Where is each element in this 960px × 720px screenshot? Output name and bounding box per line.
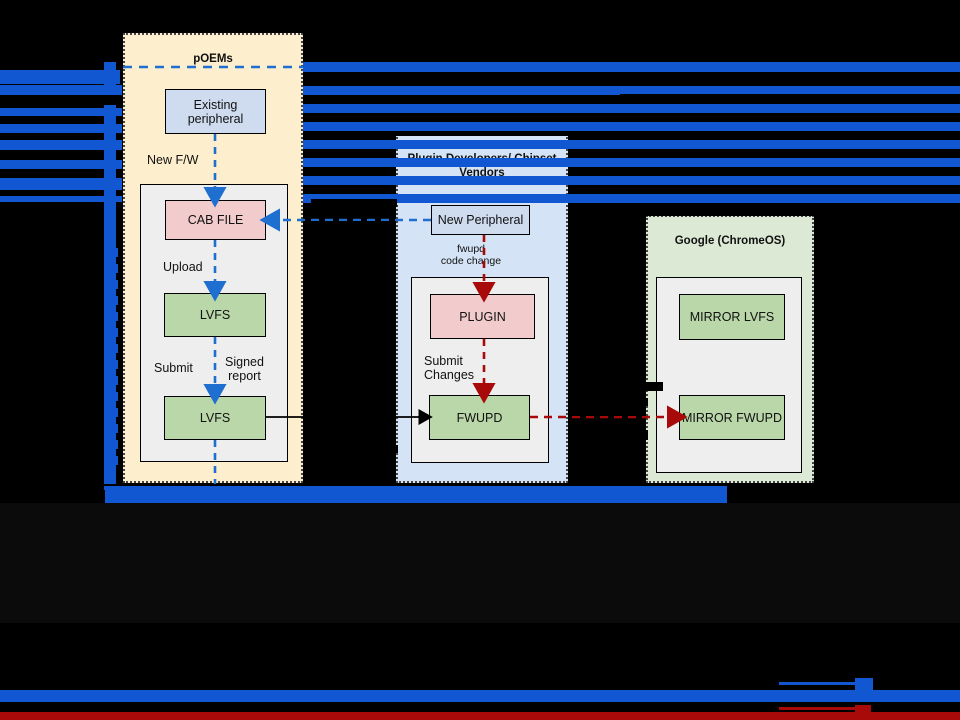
edge-label-upload: Upload [163, 260, 203, 274]
node-lvfs-upload[interactable]: LVFS [164, 293, 266, 337]
group-google-title: Google (ChromeOS) [674, 235, 786, 247]
edge-label-submit: Submit [154, 361, 193, 375]
node-fwupd[interactable]: FWUPD [429, 395, 530, 440]
legend-fwupd-test-framework: FWUPD test framework [657, 574, 801, 617]
node-lvfs-submit[interactable]: LVFS [164, 396, 266, 440]
node-mirror-lvfs[interactable]: MIRROR LVFS [679, 294, 785, 340]
edge-label-signed-report: Signed report [225, 355, 264, 383]
node-cab-file[interactable]: CAB FILE [165, 200, 266, 240]
edge-label-fwupd-code-change: fwupd code change [440, 243, 502, 267]
node-mirror-fwupd[interactable]: MIRROR FWUPD [679, 395, 785, 440]
group-plugin-developers-title: Plugin Developers/ Chipset Vendors [407, 153, 557, 179]
group-poems-title: pOEMs [193, 53, 233, 65]
edge-label-submit-changes: Submit Changes [424, 354, 475, 382]
edge-label-new-fw: New F/W [147, 153, 199, 167]
node-plugin[interactable]: PLUGIN [430, 294, 535, 339]
node-existing-peripheral[interactable]: Existing peripheral [165, 89, 266, 134]
node-new-peripheral[interactable]: New Peripheral [431, 205, 530, 235]
